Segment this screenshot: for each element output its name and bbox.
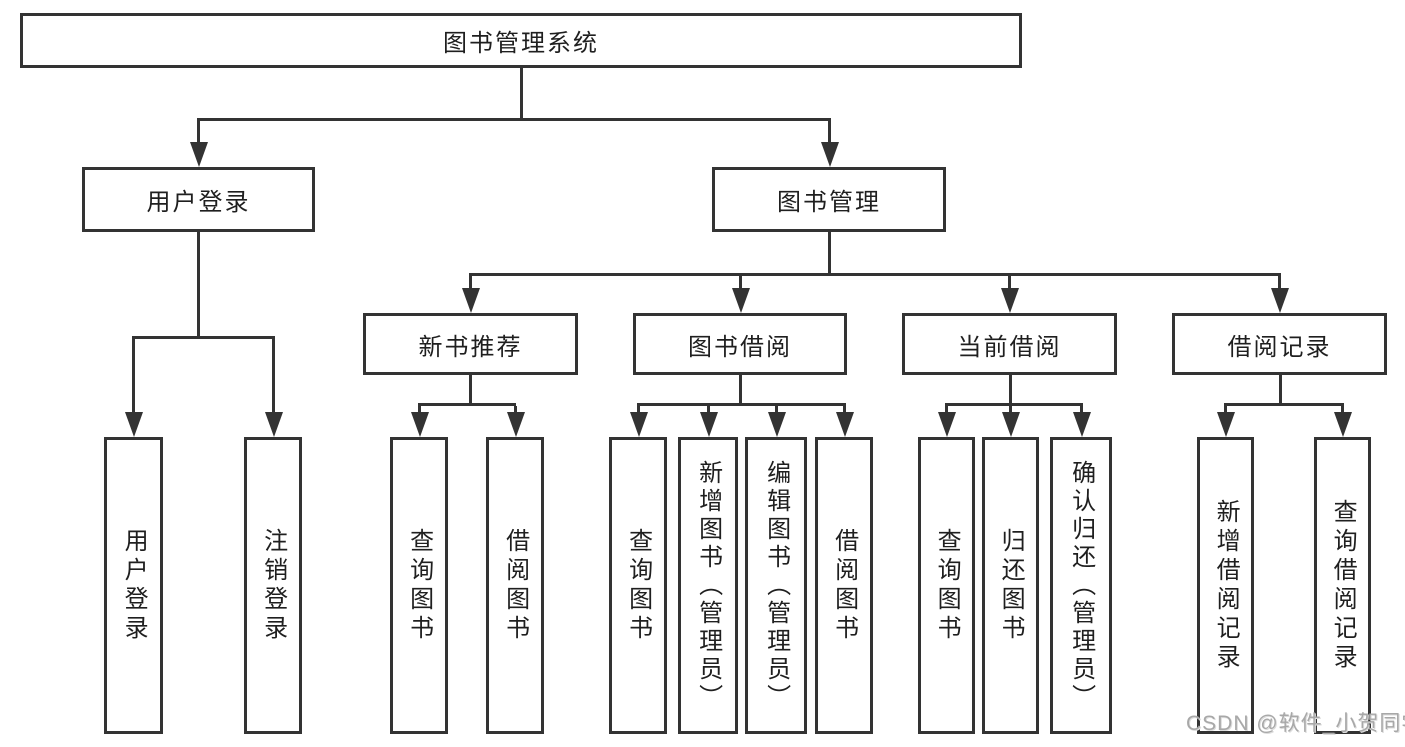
leaf-label: 编辑图书（管理员） [762,459,790,712]
leaf-label: 确认归还（管理员） [1067,459,1095,712]
node-borrowing-records: 借阅记录 [1172,313,1387,375]
node-library-management-system: 图书管理系统 [20,13,1022,68]
leaf-label: 借阅图书 [501,527,529,644]
connector-line [637,403,846,406]
node-current-borrowing: 当前借阅 [902,313,1117,375]
connector-arrow [1000,276,1019,313]
leaf-label: 用户登录 [120,527,148,644]
leaf-label: 归还图书 [997,527,1025,644]
leaf-label: 查询借阅记录 [1329,498,1357,673]
connector-line [418,403,516,406]
watermark: CSDN @软件_小贺同学 [1186,712,1405,735]
connector-arrow [835,406,854,437]
leaf-borrow-books-recommend: 借阅图书 [486,437,544,734]
connector-arrow [189,121,208,167]
node-label: 用户登录 [146,189,251,216]
node-label: 借阅记录 [1227,333,1332,361]
connector-line [1279,375,1282,406]
connector-line [469,273,1281,276]
node-book-borrowing: 图书借阅 [633,313,847,375]
connector-arrow [1001,406,1020,437]
connector-line [132,336,275,339]
node-new-book-recommend: 新书推荐 [363,313,578,375]
leaf-query-borrow-record: 查询借阅记录 [1314,437,1371,734]
leaf-edit-books-admin: 编辑图书（管理员） [745,437,807,734]
leaf-confirm-return-admin: 确认归还（管理员） [1050,437,1112,734]
leaf-query-books-borrow: 查询图书 [609,437,667,734]
node-label: 图书借阅 [688,333,792,361]
connector-line [828,232,831,276]
connector-line [1009,375,1012,406]
connector-line [520,68,523,121]
leaf-label: 查询图书 [933,527,961,644]
leaf-label: 查询图书 [405,527,433,644]
connector-arrow [1072,406,1091,437]
leaf-borrow-books-borrow: 借阅图书 [815,437,873,734]
connector-arrow [410,406,429,437]
node-label: 新书推荐 [418,333,523,361]
connector-line [197,118,831,121]
connector-arrow [1333,406,1352,437]
leaf-label: 借阅图书 [830,527,858,644]
node-label: 图书管理系统 [443,30,599,57]
connector-line [739,375,742,406]
connector-arrow [461,276,480,313]
connector-arrow [1270,276,1289,313]
connector-line [945,403,1083,406]
leaf-return-books: 归还图书 [982,437,1039,734]
connector-arrow [124,339,143,437]
connector-arrow [1216,406,1235,437]
connector-line [469,375,472,406]
leaf-query-books-recommend: 查询图书 [390,437,448,734]
connector-arrow [731,276,750,313]
connector-arrow [767,406,786,437]
connector-arrow [264,339,283,437]
leaf-user-login: 用户登录 [104,437,163,734]
leaf-query-books-current: 查询图书 [918,437,975,734]
leaf-logout-login: 注销登录 [244,437,302,734]
node-label: 当前借阅 [957,333,1062,361]
node-book-management: 图书管理 [712,167,946,232]
leaf-label: 查询图书 [624,527,652,644]
leaf-label: 注销登录 [259,527,287,644]
leaf-add-books-admin: 新增图书（管理员） [678,437,738,734]
leaf-label: 新增图书（管理员） [694,459,722,712]
connector-arrow [629,406,648,437]
leaf-add-borrow-record: 新增借阅记录 [1197,437,1254,734]
connector-arrow [506,406,525,437]
node-user-login: 用户登录 [82,167,315,232]
connector-arrow [820,121,839,167]
leaf-label: 新增借阅记录 [1212,498,1240,673]
connector-line [1224,403,1344,406]
connector-arrow [699,406,718,437]
node-label: 图书管理 [777,189,881,216]
connector-line [197,232,200,339]
connector-arrow [937,406,956,437]
